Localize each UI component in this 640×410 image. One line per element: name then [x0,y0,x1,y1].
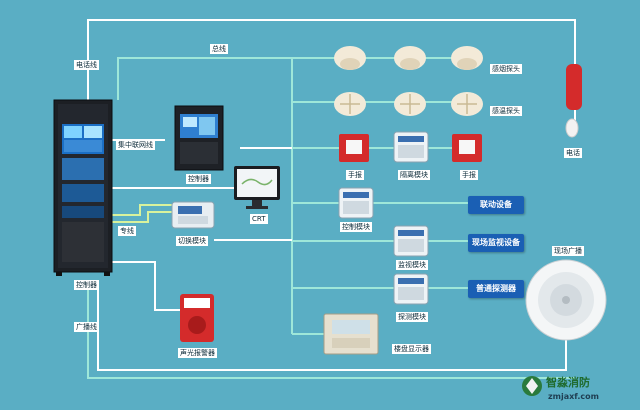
main-controller-cabinet [53,99,113,276]
phone-label: 电话 [564,148,582,158]
floor-display-label: 楼盘显示器 [392,344,431,354]
heat-detector-icon [334,92,366,116]
sound-light-alarm [180,294,214,342]
special-line-2 [112,211,172,223]
heat-detector-icon [451,92,483,116]
manual-alarm-right-label: 手报 [460,170,478,180]
main-controller-label: 控制器 [74,280,99,290]
network-line-label: 集中联网线 [116,140,155,150]
smoke-detectors [334,46,483,70]
isolation-module-label: 隔离模块 [398,170,430,180]
broadcast-line-label: 广播线 [74,322,99,332]
controller-panel-label: 控制器 [186,174,211,184]
heat-detectors [334,92,483,116]
bus-line [117,57,293,334]
field-monitor-box: 现场监视设备 [468,234,524,252]
logo-icon [522,376,542,396]
crt-label: CRT [250,214,268,224]
phone-line [87,19,576,100]
heat-detector-label: 感温探头 [490,106,522,116]
manual-alarm-left-icon [339,134,369,162]
heat-detector-icon [394,92,426,116]
broadcast-line-2 [87,280,575,379]
control-module-label: 控制模块 [340,222,372,232]
detection-module-icon [393,273,429,305]
detection-module-label: 探测模块 [396,312,428,322]
crt-monitor [234,166,280,209]
manual-alarm-right-icon [452,134,482,162]
alarm-line [112,261,180,311]
monitor-module-icon [393,225,429,257]
special-line-label: 专线 [118,226,136,236]
phone-line-label: 电话线 [74,60,99,70]
brand-watermark: 智淼消防 [546,376,590,389]
bus-line-label: 总线 [210,44,228,54]
speaker-icon [525,259,607,341]
linkage-device-box: 联动设备 [468,196,524,214]
phone-icon [565,64,582,138]
manual-alarm-left-label: 手报 [346,170,364,180]
switch-module-label: 切换模块 [176,236,208,246]
floor-display-icon [323,313,379,355]
switch-module [171,201,215,229]
isolation-module-icon [393,131,429,163]
smoke-detector-label: 感烟探头 [490,64,522,74]
smoke-detector-icon [334,46,366,70]
controller-panel [174,105,224,171]
speaker-label: 现场广播 [552,246,584,256]
url-watermark: zmjaxf.com [548,392,599,401]
monitor-module-label: 监视模块 [396,260,428,270]
smoke-detector-icon [451,46,483,70]
smoke-detector-icon [394,46,426,70]
normal-detector-box: 普通探测器 [468,280,524,298]
control-module-icon [338,187,374,219]
sound-light-alarm-label: 声光报警器 [178,348,217,358]
special-line [112,204,172,216]
